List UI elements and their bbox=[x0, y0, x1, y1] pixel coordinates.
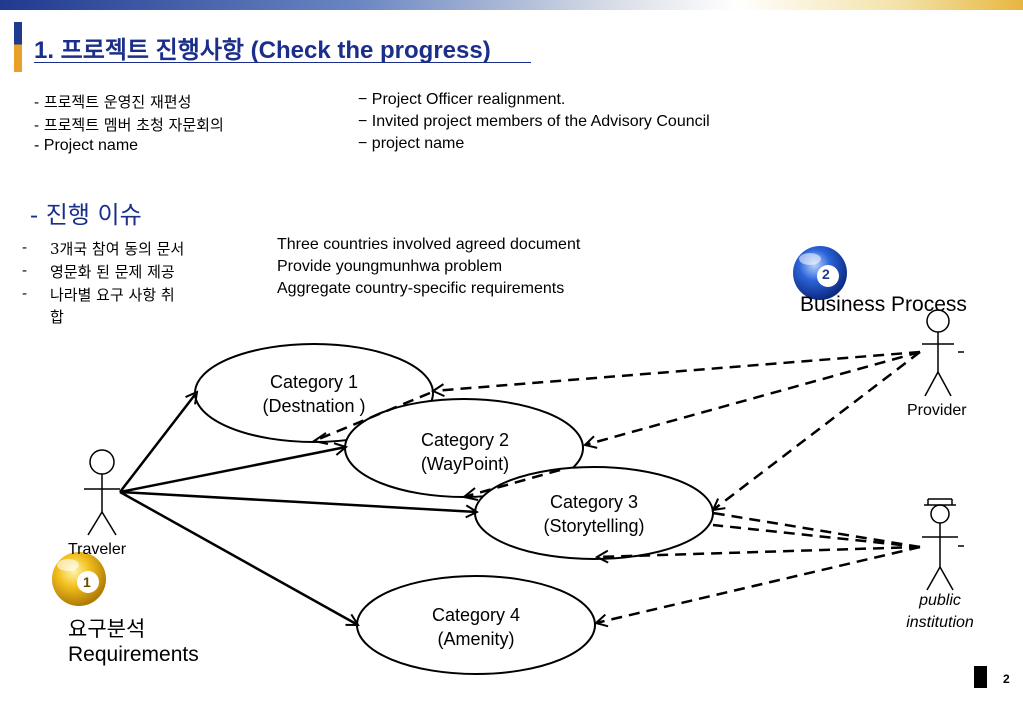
assoc-traveler-category-4 bbox=[119, 490, 358, 627]
issue-ko-item-1: 3개국 참여 동의 문서 bbox=[50, 240, 185, 258]
category-1-title: Category 1 bbox=[269, 372, 359, 392]
category-3-subtitle: (Storytelling) bbox=[543, 516, 645, 536]
issue-ko-item-3: 나라별 요구 사항 취 bbox=[50, 286, 175, 304]
traveler-actor bbox=[84, 449, 120, 536]
issue-ko-dash-3: - bbox=[22, 284, 28, 302]
page-title: 1. 프로젝트 진행사항 (Check the progress) bbox=[34, 37, 491, 64]
public-institution-actor bbox=[922, 498, 964, 591]
category-4-title: Category 4 bbox=[431, 605, 521, 625]
traveler-associations bbox=[119, 392, 477, 627]
arrowhead-category-1-bottom bbox=[311, 432, 329, 445]
dep-provider-category-1 bbox=[433, 350, 921, 391]
dep-public-category-4 bbox=[596, 545, 921, 623]
intro-en-item-2: − Invited project members of the Advisor… bbox=[358, 113, 710, 130]
page-number: 2 bbox=[1003, 672, 1010, 686]
intro-en-item-3: − project name bbox=[358, 135, 465, 152]
requirements-en-label: Requirements bbox=[68, 643, 199, 666]
category-1-subtitle: (Destnation ) bbox=[262, 396, 366, 416]
requirements-ko-label: 요구분석 bbox=[68, 618, 146, 641]
category-3-title: Category 3 bbox=[549, 492, 639, 512]
issue-en-item-3: Aggregate country-specific requirements bbox=[277, 280, 565, 297]
intro-ko-item-2: - 프로젝트 멤버 초청 자문회의 bbox=[34, 116, 224, 134]
category-4-label: Category 4 (Amenity) bbox=[376, 603, 576, 651]
issue-en-item-1: Three countries involved agreed document bbox=[277, 236, 581, 253]
issue-ko-item-2: 영문화 된 문제 제공 bbox=[50, 263, 175, 281]
dep-provider-category-3 bbox=[713, 351, 921, 510]
assoc-traveler-category-1 bbox=[119, 392, 197, 493]
provider-label: Provider bbox=[907, 402, 967, 419]
category-1-label: Category 1 (Destnation ) bbox=[214, 370, 414, 418]
intro-ko-item-1: - 프로젝트 운영진 재편성 bbox=[34, 93, 192, 111]
public-label-line-1: public bbox=[919, 592, 961, 609]
intro-en-item-1: − Project Officer realignment. bbox=[358, 91, 566, 108]
issue-ko-dash-1: - bbox=[22, 238, 28, 256]
dep-public-category-3-b bbox=[712, 523, 921, 549]
provider-actor bbox=[922, 309, 964, 397]
category-2-subtitle: (WayPoint) bbox=[420, 454, 510, 474]
public-institution-label: public institution bbox=[890, 590, 990, 634]
badge-1-icon bbox=[52, 552, 106, 606]
badge-2-icon bbox=[793, 246, 847, 300]
dashed-dependencies bbox=[313, 350, 921, 623]
title-underline bbox=[34, 62, 531, 63]
traveler-label: Traveler bbox=[68, 541, 127, 558]
category-4-subtitle: (Amenity) bbox=[437, 629, 515, 649]
issue-ko-item-3-wrap: 합 bbox=[50, 308, 64, 326]
assoc-traveler-category-3 bbox=[119, 490, 477, 512]
issues-heading: - 진행 이슈 bbox=[30, 201, 142, 229]
category-2-title: Category 2 bbox=[420, 430, 510, 450]
page-marker bbox=[974, 666, 987, 688]
category-3-label: Category 3 (Storytelling) bbox=[494, 490, 694, 538]
title-accent-bar bbox=[14, 22, 22, 72]
arrowhead-category-2-bottom bbox=[461, 487, 479, 501]
issue-ko-dash-2: - bbox=[22, 261, 28, 279]
badge-2-number: 2 bbox=[822, 266, 830, 282]
intro-ko-item-3: - Project name bbox=[34, 137, 139, 154]
dep-provider-category-2 bbox=[585, 350, 921, 445]
assoc-traveler-category-2 bbox=[119, 447, 346, 494]
issue-en-item-2: Provide youngmunhwa problem bbox=[277, 258, 503, 275]
badge-1-number: 1 bbox=[83, 574, 91, 590]
dep-category-2-category-1 bbox=[313, 391, 431, 443]
top-gradient-bar bbox=[0, 0, 1023, 10]
public-label-line-2: institution bbox=[906, 614, 974, 631]
dep-public-category-3-a bbox=[712, 511, 921, 549]
business-process-label: Business Process bbox=[800, 293, 967, 316]
category-2-label: Category 2 (WayPoint) bbox=[365, 428, 565, 476]
